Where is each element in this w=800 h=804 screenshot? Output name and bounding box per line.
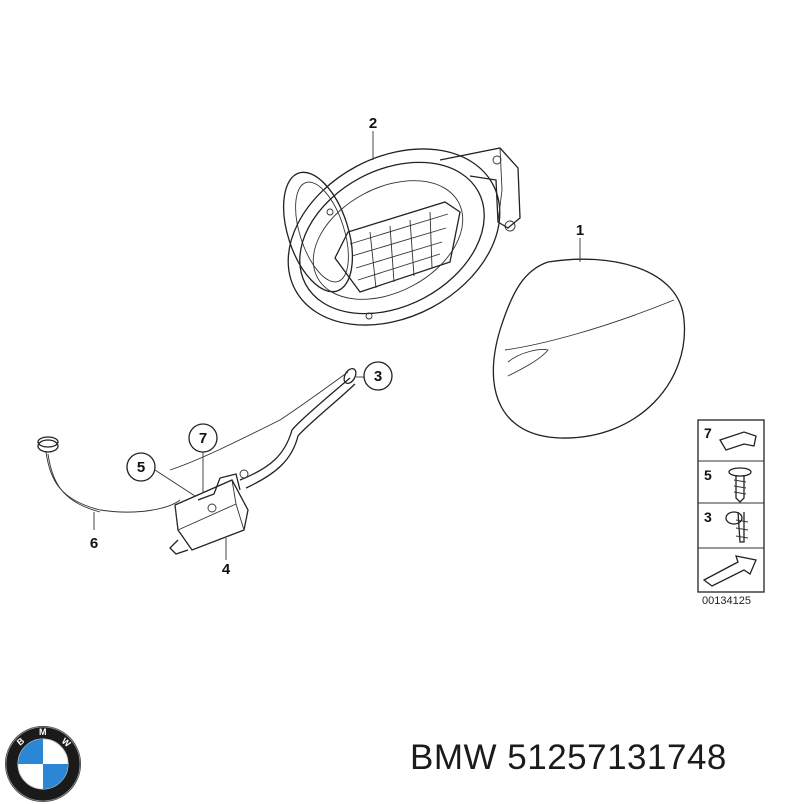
- svg-text:M: M: [39, 727, 47, 737]
- callout-5-label: 5: [137, 459, 145, 476]
- legend-item-5-label: 5: [704, 467, 712, 483]
- fuel-filler-flap-part: 1: [492, 222, 686, 439]
- callout-7-label: 7: [199, 430, 207, 447]
- expanding-rivet-icon: [725, 511, 749, 543]
- callout-4-label: 4: [222, 561, 231, 578]
- callout-6-label: 6: [90, 535, 98, 552]
- part-number-caption: BMW 51257131748: [410, 738, 727, 777]
- bolt-icon: [728, 467, 752, 503]
- arrow-icon: [702, 555, 757, 587]
- clip-icon: [719, 431, 757, 451]
- legend-item-3-label: 3: [704, 509, 712, 525]
- callout-1-label: 1: [576, 222, 584, 239]
- svg-text:B: B: [15, 735, 27, 747]
- callout-2-label: 2: [369, 115, 377, 132]
- actuator-assembly: 3 7 5 4 6: [37, 361, 393, 578]
- flap-housing-part: 2: [282, 115, 521, 326]
- reference-code: 00134125: [702, 595, 751, 607]
- legend-item-7-label: 7: [704, 425, 712, 441]
- callout-3-label: 3: [374, 368, 382, 385]
- bmw-logo: B M W: [5, 726, 81, 802]
- legend-panel: 7 5 3 00134125: [697, 419, 765, 607]
